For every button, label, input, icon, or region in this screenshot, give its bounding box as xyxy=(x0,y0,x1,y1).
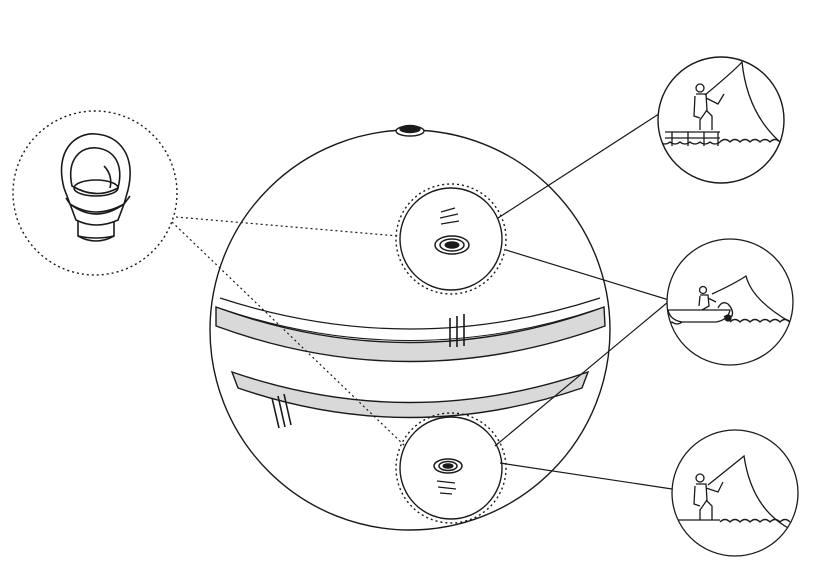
boat-fishing-scene xyxy=(662,239,800,365)
top-port-to-dock-line xyxy=(498,110,665,218)
dock-fishing-scene xyxy=(658,57,790,183)
shore-fishing-scene xyxy=(668,430,798,556)
eyelet-detail xyxy=(13,111,177,275)
eyelet-icon xyxy=(62,134,131,241)
